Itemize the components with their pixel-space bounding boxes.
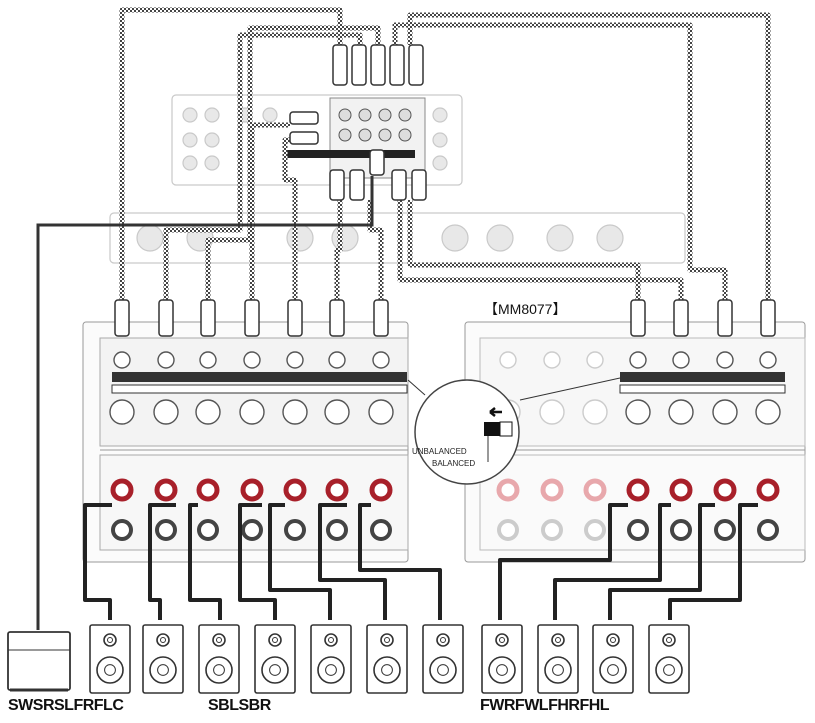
speaker-cabinet <box>648 624 690 694</box>
speaker-cabinet <box>142 624 184 694</box>
unbalanced-label: UNBALANCED <box>412 447 467 456</box>
speaker-group-label-2: SBLSBR <box>208 697 271 714</box>
speaker-group-label-1: SWSRSLFRFLC <box>8 697 124 714</box>
speaker-group-label-3: FWRFWLFHRFHL <box>480 697 610 714</box>
speaker-cabinet <box>422 624 464 694</box>
switch-magnifier <box>407 377 621 485</box>
speaker-cables <box>83 503 758 620</box>
subwoofer-cable <box>36 176 374 630</box>
amp-left-channels <box>109 351 394 541</box>
speaker-cabinet <box>366 624 408 694</box>
receiver-preout-block <box>285 97 426 179</box>
rca-plugs <box>114 44 776 337</box>
amp-right-channels <box>495 351 781 541</box>
speaker-cabinet <box>592 624 634 694</box>
speaker-cabinet <box>310 624 352 694</box>
rca-cables <box>119 7 771 300</box>
speaker-cabinet <box>481 624 523 694</box>
speaker-cabinet <box>537 624 579 694</box>
amplifier-model-label: 【MM8077】 <box>484 301 567 317</box>
speaker-cabinet <box>254 624 296 694</box>
speaker-cabinet <box>89 624 131 694</box>
balanced-label: BALANCED <box>432 459 476 468</box>
subwoofer <box>7 631 71 692</box>
speaker-boxes <box>89 624 690 694</box>
speakers <box>7 631 71 692</box>
speaker-cabinet <box>198 624 240 694</box>
